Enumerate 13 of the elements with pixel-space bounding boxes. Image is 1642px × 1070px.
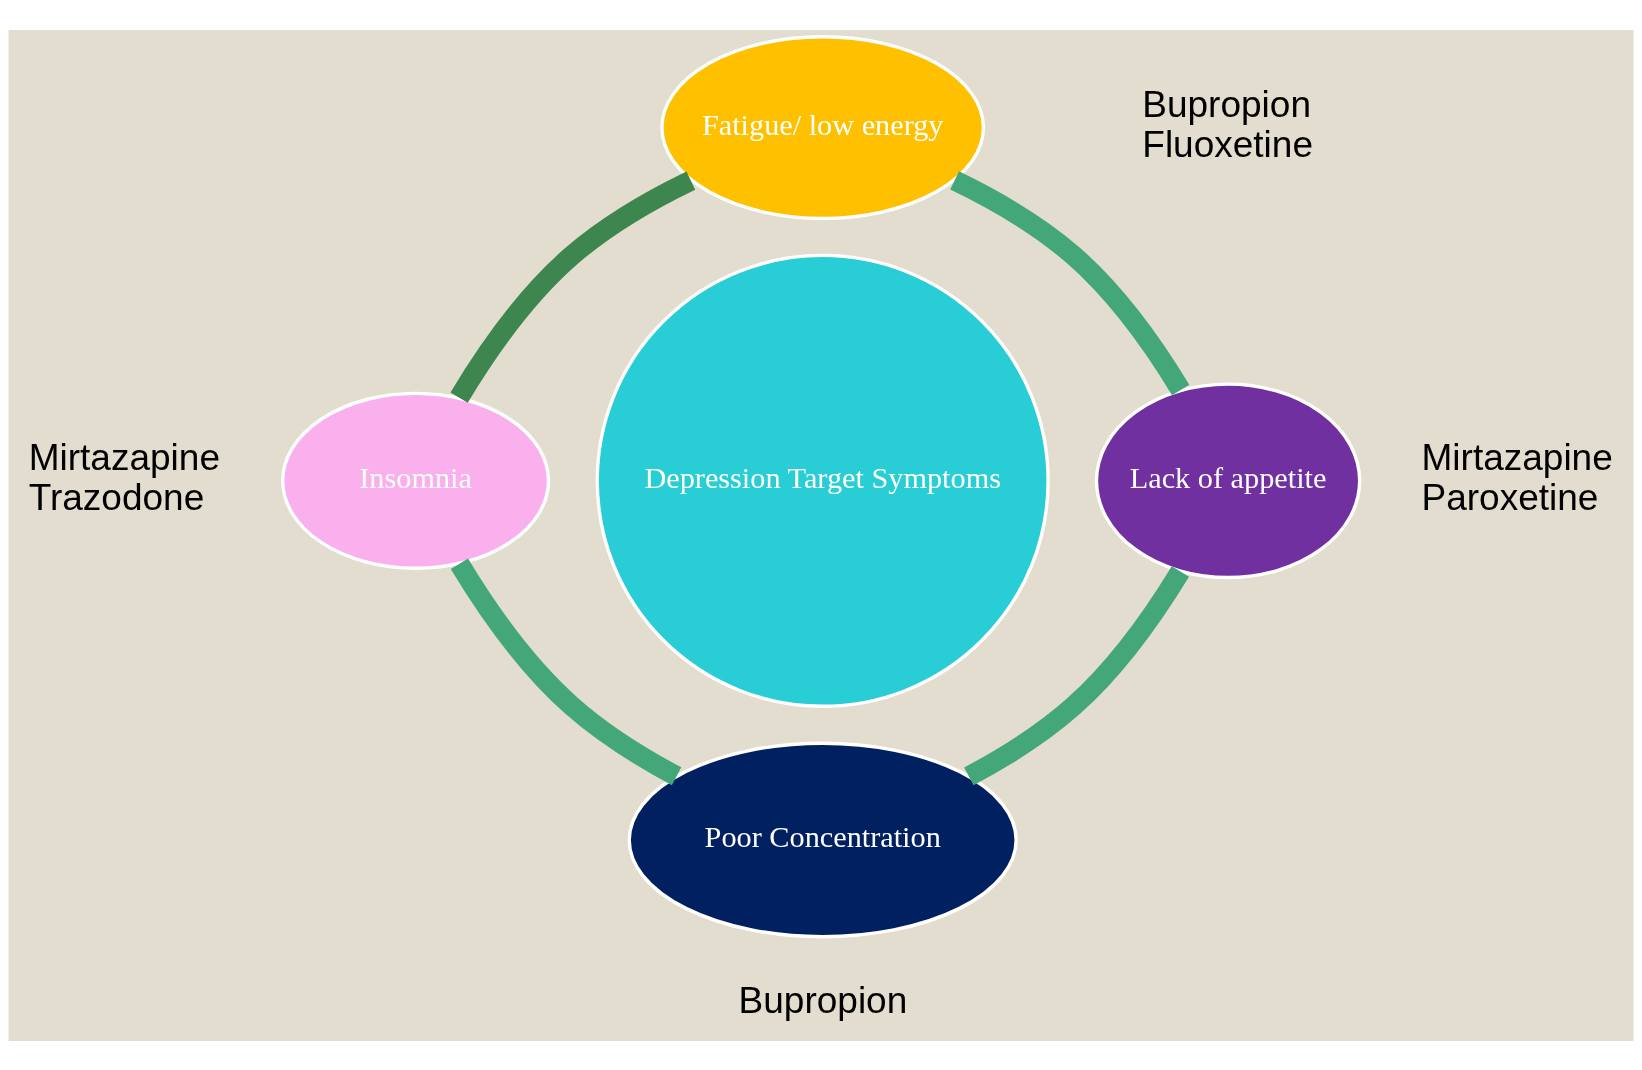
node-label: Mirtazapine	[28, 436, 220, 478]
connector	[964, 565, 1189, 785]
connector	[450, 171, 696, 403]
node-label: Bupropion	[1142, 83, 1311, 125]
node-label: Bupropion	[738, 979, 908, 1021]
node-ellipse: Insomnia	[281, 391, 551, 570]
node-label: Mirtazapine	[1421, 436, 1613, 478]
connector	[450, 557, 682, 785]
connector	[950, 170, 1190, 395]
node-circle: Depression Target Symptoms	[595, 253, 1050, 708]
node-ellipse: Lack of appetite	[1094, 381, 1362, 579]
node-ellipse: Fatigue/ low energy	[660, 34, 986, 220]
node-ellipse: Poor Concentration	[627, 741, 1018, 938]
